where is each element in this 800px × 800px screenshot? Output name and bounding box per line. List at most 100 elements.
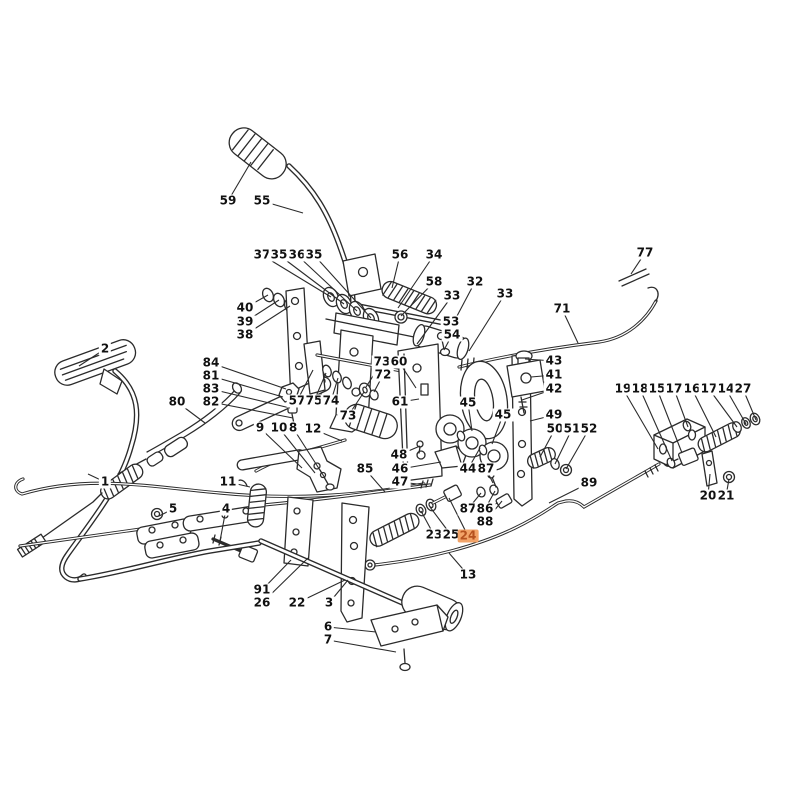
leader-line-15 (656, 388, 683, 454)
part-label-60[interactable]: 60 (388, 354, 410, 369)
part-label-86[interactable]: 86 (474, 501, 496, 516)
part-label-81[interactable]: 81 (200, 368, 222, 383)
part-label-18[interactable]: 18 (629, 381, 651, 396)
part-label-52[interactable]: 52 (578, 421, 600, 436)
part-label-61[interactable]: 61 (389, 394, 411, 409)
part-label-25[interactable]: 25 (440, 527, 462, 542)
part-label-11[interactable]: 11 (217, 474, 239, 489)
part-label-57[interactable]: 57 (286, 393, 308, 408)
leader-line-35 (313, 254, 372, 319)
part-label-72[interactable]: 72 (372, 367, 394, 382)
part-label-3[interactable]: 3 (322, 595, 336, 610)
part-label-89[interactable]: 89 (578, 475, 600, 490)
leader-line-6 (327, 626, 377, 633)
part-label-87[interactable]: 87 (457, 501, 479, 516)
brake-pedal (228, 127, 457, 334)
part-label-17[interactable]: 17 (698, 381, 720, 396)
part-label-2[interactable]: 2 (98, 341, 112, 356)
leader-line-10 (278, 427, 316, 474)
part-label-20[interactable]: 20 (697, 488, 719, 503)
part-label-91[interactable]: 91 (251, 582, 273, 597)
part-label-87[interactable]: 87 (475, 461, 497, 476)
leader-line-7 (327, 639, 397, 653)
part-label-77[interactable]: 77 (634, 245, 656, 260)
part-label-15[interactable]: 15 (646, 381, 668, 396)
part-label-58[interactable]: 58 (423, 274, 445, 289)
part-label-22[interactable]: 22 (286, 595, 308, 610)
part-label-83[interactable]: 83 (200, 381, 222, 396)
leader-line-37 (261, 254, 332, 298)
part-label-46[interactable]: 46 (389, 461, 411, 476)
part-label-5[interactable]: 5 (166, 501, 180, 516)
leader-line-16 (691, 388, 717, 438)
part-label-53[interactable]: 53 (440, 314, 462, 329)
part-label-7[interactable]: 7 (321, 632, 335, 647)
part-label-43[interactable]: 43 (543, 353, 565, 368)
frame-assembly (18, 479, 464, 672)
shaft-bracket (236, 446, 342, 493)
leader-line-33 (468, 293, 506, 352)
part-label-23[interactable]: 23 (423, 527, 445, 542)
part-label-82[interactable]: 82 (200, 394, 222, 409)
part-label-14[interactable]: 14 (715, 381, 737, 396)
part-label-35[interactable]: 35 (268, 247, 290, 262)
part-label-35[interactable]: 35 (303, 247, 325, 262)
part-label-4[interactable]: 4 (219, 501, 233, 516)
part-label-41[interactable]: 41 (543, 367, 565, 382)
part-label-40[interactable]: 40 (234, 300, 256, 315)
part-label-71[interactable]: 71 (551, 301, 573, 316)
gear-rod-lower (364, 455, 672, 571)
part-label-80[interactable]: 80 (166, 394, 188, 409)
part-label-73[interactable]: 73 (371, 354, 393, 369)
part-label-85[interactable]: 85 (354, 461, 376, 476)
part-label-55[interactable]: 55 (251, 193, 273, 208)
part-label-8[interactable]: 8 (286, 420, 300, 435)
part-label-13[interactable]: 13 (457, 567, 479, 582)
part-label-45[interactable]: 45 (492, 407, 514, 422)
brake-cable (16, 382, 243, 558)
part-label-88[interactable]: 88 (474, 514, 496, 529)
part-label-50[interactable]: 50 (544, 421, 566, 436)
leader-line-84 (210, 362, 287, 390)
part-label-37[interactable]: 37 (251, 247, 273, 262)
part-label-38[interactable]: 38 (234, 327, 256, 342)
part-label-39[interactable]: 39 (234, 314, 256, 329)
part-label-34[interactable]: 34 (423, 247, 445, 262)
part-label-21[interactable]: 21 (715, 488, 737, 503)
part-label-75[interactable]: 75 (303, 393, 325, 408)
leader-line-33 (416, 295, 453, 345)
part-label-1[interactable]: 1 (98, 474, 112, 489)
part-label-59[interactable]: 59 (217, 193, 239, 208)
upper-control-rod (457, 268, 659, 371)
part-label-49[interactable]: 49 (543, 407, 565, 422)
part-label-45[interactable]: 45 (457, 395, 479, 410)
part-label-42[interactable]: 42 (543, 381, 565, 396)
part-label-33[interactable]: 33 (494, 286, 516, 301)
part-label-33[interactable]: 33 (441, 288, 463, 303)
part-label-84[interactable]: 84 (200, 355, 222, 370)
part-label-6[interactable]: 6 (321, 619, 335, 634)
part-label-74[interactable]: 74 (320, 393, 342, 408)
part-label-51[interactable]: 51 (561, 421, 583, 436)
part-label-54[interactable]: 54 (441, 327, 463, 342)
part-label-9[interactable]: 9 (253, 420, 267, 435)
part-label-36[interactable]: 36 (286, 247, 308, 262)
part-label-27[interactable]: 27 (732, 381, 754, 396)
part-label-26[interactable]: 26 (251, 595, 273, 610)
part-label-44[interactable]: 44 (457, 461, 479, 476)
part-label-17[interactable]: 17 (663, 381, 685, 396)
part-label-16[interactable]: 16 (681, 381, 703, 396)
leader-line-52 (565, 428, 590, 470)
part-label-47[interactable]: 47 (389, 474, 411, 489)
part-label-32[interactable]: 32 (464, 274, 486, 289)
part-label-12[interactable]: 12 (302, 421, 324, 436)
leader-line-34 (397, 254, 435, 309)
part-label-10[interactable]: 10 (268, 420, 290, 435)
part-label-56[interactable]: 56 (389, 247, 411, 262)
part-label-19[interactable]: 19 (612, 381, 634, 396)
part-label-73[interactable]: 73 (337, 408, 359, 423)
part-label-48[interactable]: 48 (388, 447, 410, 462)
link-rod-85 (14, 477, 426, 499)
part-label-24[interactable]: 24 (457, 528, 479, 543)
